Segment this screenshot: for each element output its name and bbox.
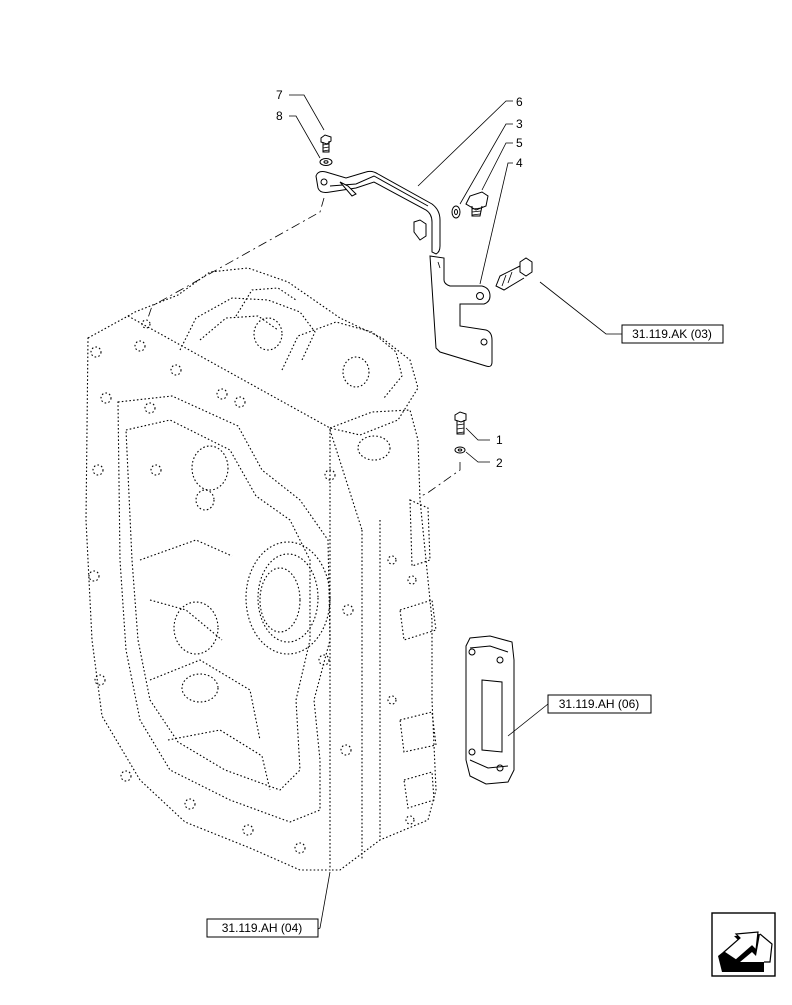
reference-ah04-label: 31.119.AH (04): [222, 921, 303, 935]
transmission-housing: [85, 267, 437, 871]
callout-4: 4: [516, 156, 523, 170]
callout-3: 3: [516, 117, 523, 131]
reference-ak03-label: 31.119.AK (03): [632, 327, 712, 341]
navigation-arrow-icon[interactable]: [711, 912, 776, 977]
reference-ah06-label: 31.119.AH (06): [559, 697, 640, 711]
callout-6: 6: [516, 95, 523, 109]
leader-lines: [289, 94, 622, 930]
callouts: 7 8 6 3 5 4 1 2: [276, 88, 523, 470]
callout-7: 7: [276, 88, 283, 102]
reference-ah04[interactable]: 31.119.AH (04): [206, 918, 319, 938]
bolt-part-7: [320, 134, 332, 153]
bracket-part-6: [315, 170, 493, 367]
bolt-part-1: [454, 411, 467, 435]
callout-8: 8: [276, 109, 283, 123]
washer-part-3: [451, 205, 461, 219]
cover-plate: [465, 635, 515, 785]
callout-2: 2: [496, 456, 503, 470]
bolt-part-5: [465, 191, 489, 217]
reference-ak03[interactable]: 31.119.AK (03): [621, 324, 724, 344]
reference-ah06[interactable]: 31.119.AH (06): [547, 694, 652, 714]
assembly-lines: [147, 197, 461, 497]
callout-1: 1: [496, 433, 503, 447]
washer-part-8: [319, 158, 333, 166]
bolt-far-right: [495, 257, 533, 291]
washer-part-2: [454, 446, 466, 454]
callout-5: 5: [516, 136, 523, 150]
